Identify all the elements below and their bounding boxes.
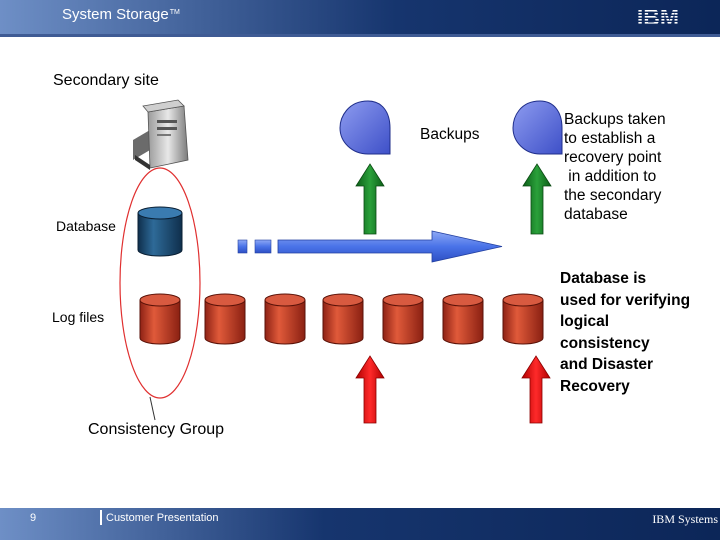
footer-brand-label: IBM Systems xyxy=(652,512,718,526)
log-file-cylinder-icon xyxy=(264,293,306,345)
footer-presentation-label: Customer Presentation xyxy=(106,512,219,524)
footer-divider xyxy=(100,510,102,525)
log-file-cylinder-icon xyxy=(382,293,424,345)
header-bar xyxy=(0,0,720,34)
header-rule xyxy=(0,34,720,37)
log-file-cylinder-icon xyxy=(442,293,484,345)
server-icon xyxy=(133,99,189,170)
log-files-label: Log files xyxy=(52,309,105,325)
header-title-text: System Storage xyxy=(62,6,169,23)
database-cylinder-icon xyxy=(137,206,183,257)
flow-arrow-icon xyxy=(237,230,503,263)
log-file-cylinder-icon xyxy=(502,293,544,345)
trademark-mark: TM xyxy=(169,9,180,16)
up-arrow-icon xyxy=(522,163,552,235)
backup-bubble-icon xyxy=(339,100,391,155)
backup-bubble-icon xyxy=(512,100,563,155)
consistency-group-outline xyxy=(119,167,201,399)
log-file-cylinder-icon xyxy=(204,293,246,345)
site-label: Secondary site xyxy=(53,72,159,89)
up-arrow-icon xyxy=(521,355,551,424)
up-arrow-icon xyxy=(355,355,385,424)
consistency-group-label: Consistency Group xyxy=(88,421,225,438)
database-description: Database is used for verifying logical c… xyxy=(560,270,691,395)
consistency-group-pointer xyxy=(149,396,156,421)
ibm-logo-text: IBM xyxy=(637,4,679,28)
log-file-cylinder-icon xyxy=(322,293,364,345)
footer-bar xyxy=(0,508,720,540)
log-file-cylinder-icon xyxy=(139,293,181,345)
backup-description: Backups taken to establish a recovery po… xyxy=(564,111,666,223)
up-arrow-icon xyxy=(355,163,385,235)
page-number: 9 xyxy=(30,512,37,524)
ibm-logo: IBM xyxy=(637,4,679,28)
database-label: Database xyxy=(56,218,116,234)
header-title: System StorageTM xyxy=(62,6,180,23)
backups-label: Backups xyxy=(420,126,480,143)
